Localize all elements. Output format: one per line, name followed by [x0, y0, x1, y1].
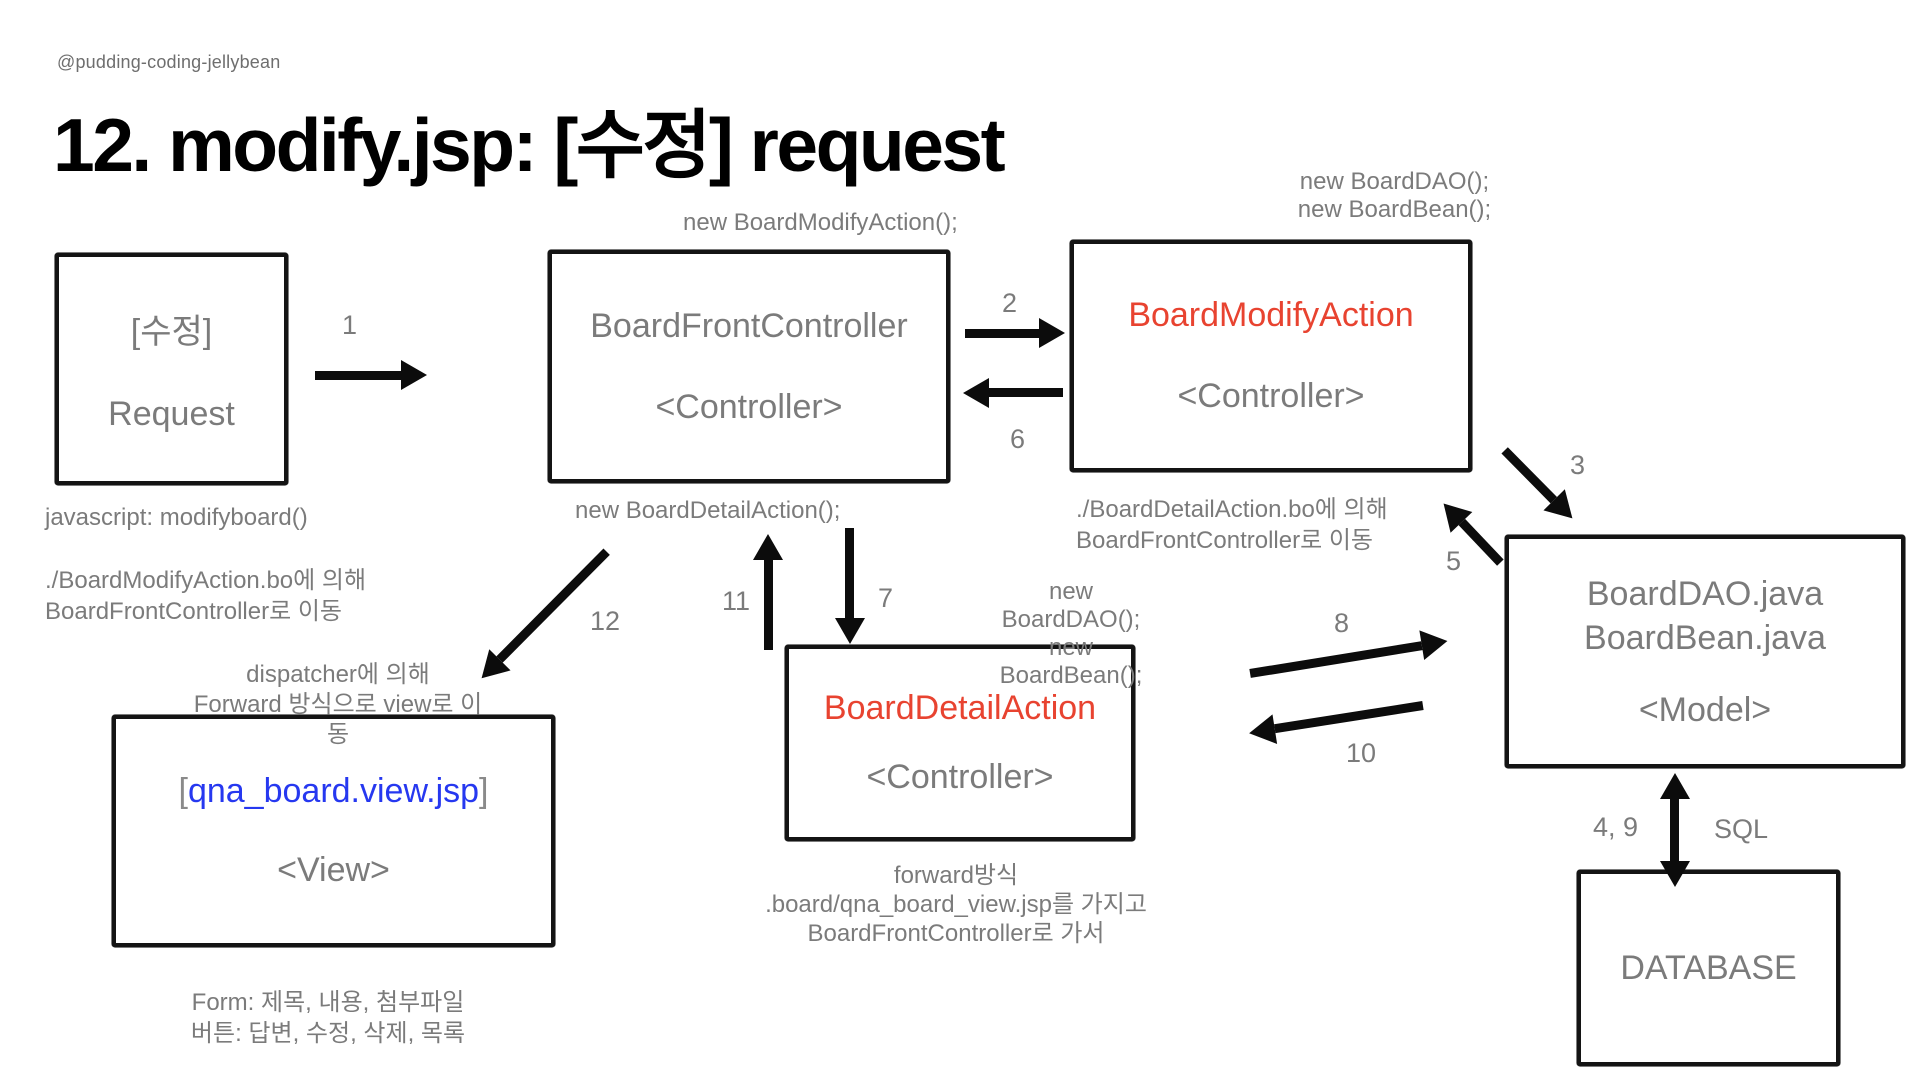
- annotation-new-dao-line: new BoardDAO();: [1299, 168, 1490, 195]
- model-dao-label: BoardDAO.java: [1586, 575, 1824, 614]
- arrow-step-2: [965, 315, 1065, 351]
- annotation-modify-bo-line2: BoardFrontController로 이동: [45, 598, 343, 625]
- arrow-step-6: [963, 375, 1063, 411]
- view-box: [qna_board.view.jsp] <View>: [112, 715, 555, 947]
- detail-action-label: BoardDetailAction: [823, 689, 1097, 727]
- database-label: DATABASE: [1620, 948, 1797, 987]
- annotation-new-modify-action: new BoardModifyAction();: [683, 209, 958, 236]
- detail-action-box: BoardDetailAction <Controller>: [785, 645, 1135, 841]
- page-title: 12. modify.jsp: [수정] request: [53, 103, 1006, 187]
- step-label-12: 12: [590, 606, 621, 636]
- front-controller-box: BoardFrontController <Controller>: [548, 250, 950, 483]
- annotation-form-buttons: Form: 제목, 내용, 첨부파일 버튼: 답변, 수정, 삭제, 목록: [173, 987, 483, 1049]
- annotation-modify-bo: ./BoardModifyAction.bo에 의해 BoardFrontCon…: [45, 565, 366, 627]
- step-label-1: 1: [342, 310, 358, 340]
- annotation-new-dao-bean-mid: new BoardDAO(); new BoardBean();: [981, 578, 1161, 690]
- arrow-step-11: [750, 534, 786, 650]
- model-files: BoardDAO.java BoardBean.java: [1584, 573, 1826, 660]
- arrow-step-1: [315, 357, 427, 393]
- arrow-step-7: [832, 528, 868, 644]
- annotation-dispatcher-line1: dispatcher에 의해: [246, 661, 430, 688]
- view-file-label: [qna_board.view.jsp]: [179, 772, 489, 811]
- annotation-javascript-modifyboard: javascript: modifyboard(): [45, 504, 308, 531]
- annotation-forward-line1: forward방식: [893, 862, 1019, 889]
- annotation-new-bean-line: new BoardBean();: [999, 634, 1143, 689]
- step-label-4-9: 4, 9: [1593, 812, 1639, 842]
- step-label-6: 6: [1010, 424, 1026, 454]
- request-box: [수정] Request: [55, 253, 288, 485]
- modify-action-stereotype: <Controller>: [1177, 377, 1365, 415]
- view-file-name: qna_board.view.jsp: [187, 772, 480, 810]
- view-bracket-close: ]: [479, 772, 489, 810]
- step-label-10: 10: [1346, 738, 1377, 768]
- arrow-step-5: [1430, 491, 1513, 575]
- arrow-step-10: [1246, 688, 1425, 751]
- annotation-forward: forward방식 .board/qna_board_view.jsp를 가지고…: [706, 861, 1206, 948]
- arrow-sql-double: [1657, 773, 1693, 887]
- annotation-detail-bo: ./BoardDetailAction.bo에 의해 BoardFrontCon…: [1076, 494, 1388, 556]
- view-bracket-open: [: [178, 772, 188, 810]
- step-label-3: 3: [1570, 450, 1586, 480]
- model-box: BoardDAO.java BoardBean.java <Model>: [1505, 535, 1905, 768]
- front-controller-stereotype: <Controller>: [655, 387, 843, 426]
- author-handle: @pudding-coding-jellybean: [57, 52, 281, 72]
- sql-label: SQL: [1714, 814, 1769, 844]
- request-box-label: [수정]: [130, 313, 213, 351]
- annotation-dispatcher-line2: Forward 방식으로 view로 이동: [193, 691, 483, 748]
- annotation-new-dao-bean-top: new BoardDAO(); new BoardBean();: [1292, 168, 1497, 224]
- detail-action-stereotype: <Controller>: [866, 758, 1054, 796]
- modify-action-label: BoardModifyAction: [1128, 296, 1414, 334]
- annotation-form-line1: Form: 제목, 내용, 첨부파일: [191, 989, 465, 1016]
- step-label-11: 11: [722, 586, 751, 616]
- annotation-modify-bo-line1: ./BoardModifyAction.bo에 의해: [45, 567, 367, 594]
- annotation-new-dao-line: new BoardDAO();: [1001, 578, 1141, 633]
- step-label-8: 8: [1334, 608, 1350, 638]
- model-bean-label: BoardBean.java: [1584, 619, 1826, 657]
- view-stereotype: <View>: [277, 851, 390, 889]
- annotation-detail-bo-line1: ./BoardDetailAction.bo에 의해: [1076, 496, 1388, 523]
- database-box: DATABASE: [1577, 870, 1840, 1066]
- modify-action-box: BoardModifyAction <Controller>: [1070, 240, 1472, 472]
- step-label-2: 2: [1002, 288, 1018, 318]
- model-stereotype: <Model>: [1638, 690, 1772, 729]
- annotation-form-line2: 버튼: 답변, 수정, 삭제, 목록: [190, 1020, 466, 1047]
- step-label-7: 7: [878, 583, 894, 613]
- step-label-5: 5: [1446, 546, 1462, 576]
- annotation-dispatcher: dispatcher에 의해 Forward 방식으로 view로 이동: [188, 660, 488, 750]
- annotation-detail-bo-line2: BoardFrontController로 이동: [1076, 527, 1374, 554]
- front-controller-label: BoardFrontController: [590, 306, 908, 345]
- annotation-forward-line2: .board/qna_board_view.jsp를 가지고: [765, 891, 1147, 918]
- request-box-sublabel: Request: [108, 395, 235, 433]
- annotation-forward-line3: BoardFrontController로 가서: [807, 920, 1105, 947]
- annotation-new-bean-line: new BoardBean();: [1297, 196, 1492, 223]
- annotation-new-detail-action: new BoardDetailAction();: [575, 497, 841, 524]
